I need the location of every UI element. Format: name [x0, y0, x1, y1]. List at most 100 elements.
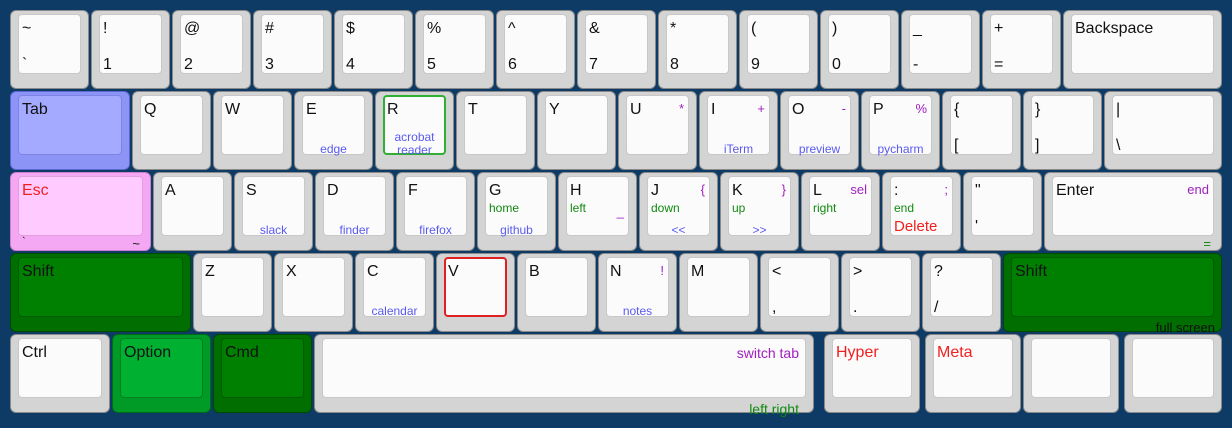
symbol-layer-label: *	[678, 101, 684, 116]
key-0[interactable]: ) 0	[820, 10, 899, 89]
symbol-layer-label: sel	[850, 182, 867, 197]
app-shortcut-label: pycharm	[877, 142, 924, 156]
key-legend-top: Hyper	[836, 344, 879, 361]
top-letter-row: Tab Q W E edge R acrobat reader T Y U * …	[10, 91, 1222, 171]
key-esc[interactable]: Esc ` ~	[10, 172, 151, 251]
key-meta[interactable]: Meta	[925, 334, 1021, 413]
key-legend-bottom: 4	[346, 56, 355, 73]
key-n[interactable]: N ! notes	[598, 253, 677, 332]
key-f[interactable]: F firefox	[396, 172, 475, 251]
key-y[interactable]: Y	[537, 91, 616, 170]
key-legend-top: Option	[124, 344, 172, 361]
key-legend-top: :	[894, 182, 899, 199]
key-j[interactable]: J down { <<	[639, 172, 718, 251]
symbol-layer-label: end	[1187, 182, 1209, 197]
key-g[interactable]: G home github	[477, 172, 556, 251]
key-z[interactable]: Z	[193, 253, 272, 332]
key-legend-top: C	[367, 263, 379, 280]
key-quote[interactable]: " '	[963, 172, 1042, 251]
key-legend-bottom: ]	[1035, 137, 1040, 154]
key-legend-top: Q	[144, 101, 157, 118]
key-k[interactable]: K up } >>	[720, 172, 799, 251]
key-right-bracket[interactable]: } ]	[1023, 91, 1102, 170]
key-ctrl[interactable]: Ctrl	[10, 334, 110, 413]
key-4[interactable]: $ 4	[334, 10, 413, 89]
key-3[interactable]: # 3	[253, 10, 332, 89]
key-space[interactable]: switch tab left right	[314, 334, 814, 416]
key-legend-top: Esc	[22, 182, 49, 199]
key-a[interactable]: A	[153, 172, 232, 251]
key-i[interactable]: I + iTerm	[699, 91, 778, 170]
key-u[interactable]: U *	[618, 91, 697, 170]
key-blank-1[interactable]	[1023, 334, 1119, 413]
key-legend-bottom: '	[975, 218, 979, 235]
key-p[interactable]: P % pycharm	[861, 91, 940, 170]
key-legend-top: Shift	[1015, 263, 1048, 280]
key-blank-2[interactable]	[1124, 334, 1222, 413]
key-l[interactable]: L right sel	[801, 172, 880, 251]
key-5[interactable]: % 5	[415, 10, 494, 89]
key-b[interactable]: B	[517, 253, 596, 332]
key-x[interactable]: X	[274, 253, 353, 332]
key-left-shift[interactable]: Shift	[10, 253, 191, 332]
key-backtick[interactable]: ~ `	[10, 10, 89, 89]
key-legend-top: Backspace	[1075, 20, 1154, 37]
key-r[interactable]: R acrobat reader	[375, 91, 454, 170]
key-comma[interactable]: < ,	[760, 253, 839, 332]
app-shortcut-label: iTerm	[723, 142, 754, 156]
key-backslash[interactable]: | \	[1104, 91, 1222, 170]
key-legend-top: I	[711, 101, 716, 118]
key-v[interactable]: V	[436, 253, 515, 332]
key-7[interactable]: & 7	[577, 10, 656, 89]
key-t[interactable]: T	[456, 91, 535, 170]
fullscreen-label: full screen	[1155, 320, 1215, 335]
key-legend-top: J	[651, 182, 659, 199]
key-legend-top: Y	[549, 101, 560, 118]
key-e[interactable]: E edge	[294, 91, 373, 170]
spacebar-top-label: switch tab	[736, 345, 799, 361]
key-1[interactable]: ! 1	[91, 10, 170, 89]
key-legend-top: %	[427, 20, 442, 37]
key-semicolon[interactable]: : ; end Delete	[882, 172, 961, 251]
app-shortcut-label: notes	[622, 304, 653, 318]
key-2[interactable]: @ 2	[172, 10, 251, 89]
key-hyper[interactable]: Hyper	[824, 334, 920, 413]
key-legend-bottom: 7	[589, 56, 598, 73]
key-9[interactable]: ( 9	[739, 10, 818, 89]
key-left-bracket[interactable]: { [	[942, 91, 1021, 170]
key-option[interactable]: Option	[112, 334, 211, 413]
key-legend-top: N	[610, 263, 622, 280]
key-q[interactable]: Q	[132, 91, 211, 170]
key-c[interactable]: C calendar	[355, 253, 434, 332]
key-right-shift[interactable]: Shift full screen	[1003, 253, 1222, 335]
key-s[interactable]: S slack	[234, 172, 313, 251]
app-shortcut-label-line1: acrobat	[394, 130, 435, 144]
key-m[interactable]: M	[679, 253, 758, 332]
key-d[interactable]: D finder	[315, 172, 394, 251]
key-slash[interactable]: ? /	[922, 253, 1001, 332]
key-equals[interactable]: + =	[982, 10, 1061, 89]
key-legend-top: Meta	[937, 344, 973, 361]
key-h[interactable]: H left _	[558, 172, 637, 251]
key-legend-top: _	[913, 20, 922, 37]
shift-row: Shift Z X C calendar V B N ! notes M < ,…	[10, 253, 1222, 335]
key-legend-top: Cmd	[225, 344, 259, 361]
key-cmd[interactable]: Cmd	[213, 334, 312, 413]
app-shortcut-label: firefox	[419, 223, 452, 237]
key-w[interactable]: W	[213, 91, 292, 170]
key-minus[interactable]: _ -	[901, 10, 980, 89]
key-period[interactable]: > .	[841, 253, 920, 332]
key-6[interactable]: ^ 6	[496, 10, 575, 89]
key-tab[interactable]: Tab	[10, 91, 130, 170]
symbol-layer-label: %	[915, 101, 927, 116]
key-legend-top: {	[954, 101, 960, 118]
key-legend-top: G	[489, 182, 502, 199]
key-backspace[interactable]: Backspace	[1063, 10, 1222, 89]
app-shortcut-label: preview	[798, 142, 841, 156]
key-legend-top: #	[265, 20, 274, 37]
key-enter[interactable]: Enter end =	[1044, 172, 1222, 251]
symbol-layer-label: {	[700, 182, 705, 197]
key-8[interactable]: * 8	[658, 10, 737, 89]
key-o[interactable]: O - preview	[780, 91, 859, 170]
